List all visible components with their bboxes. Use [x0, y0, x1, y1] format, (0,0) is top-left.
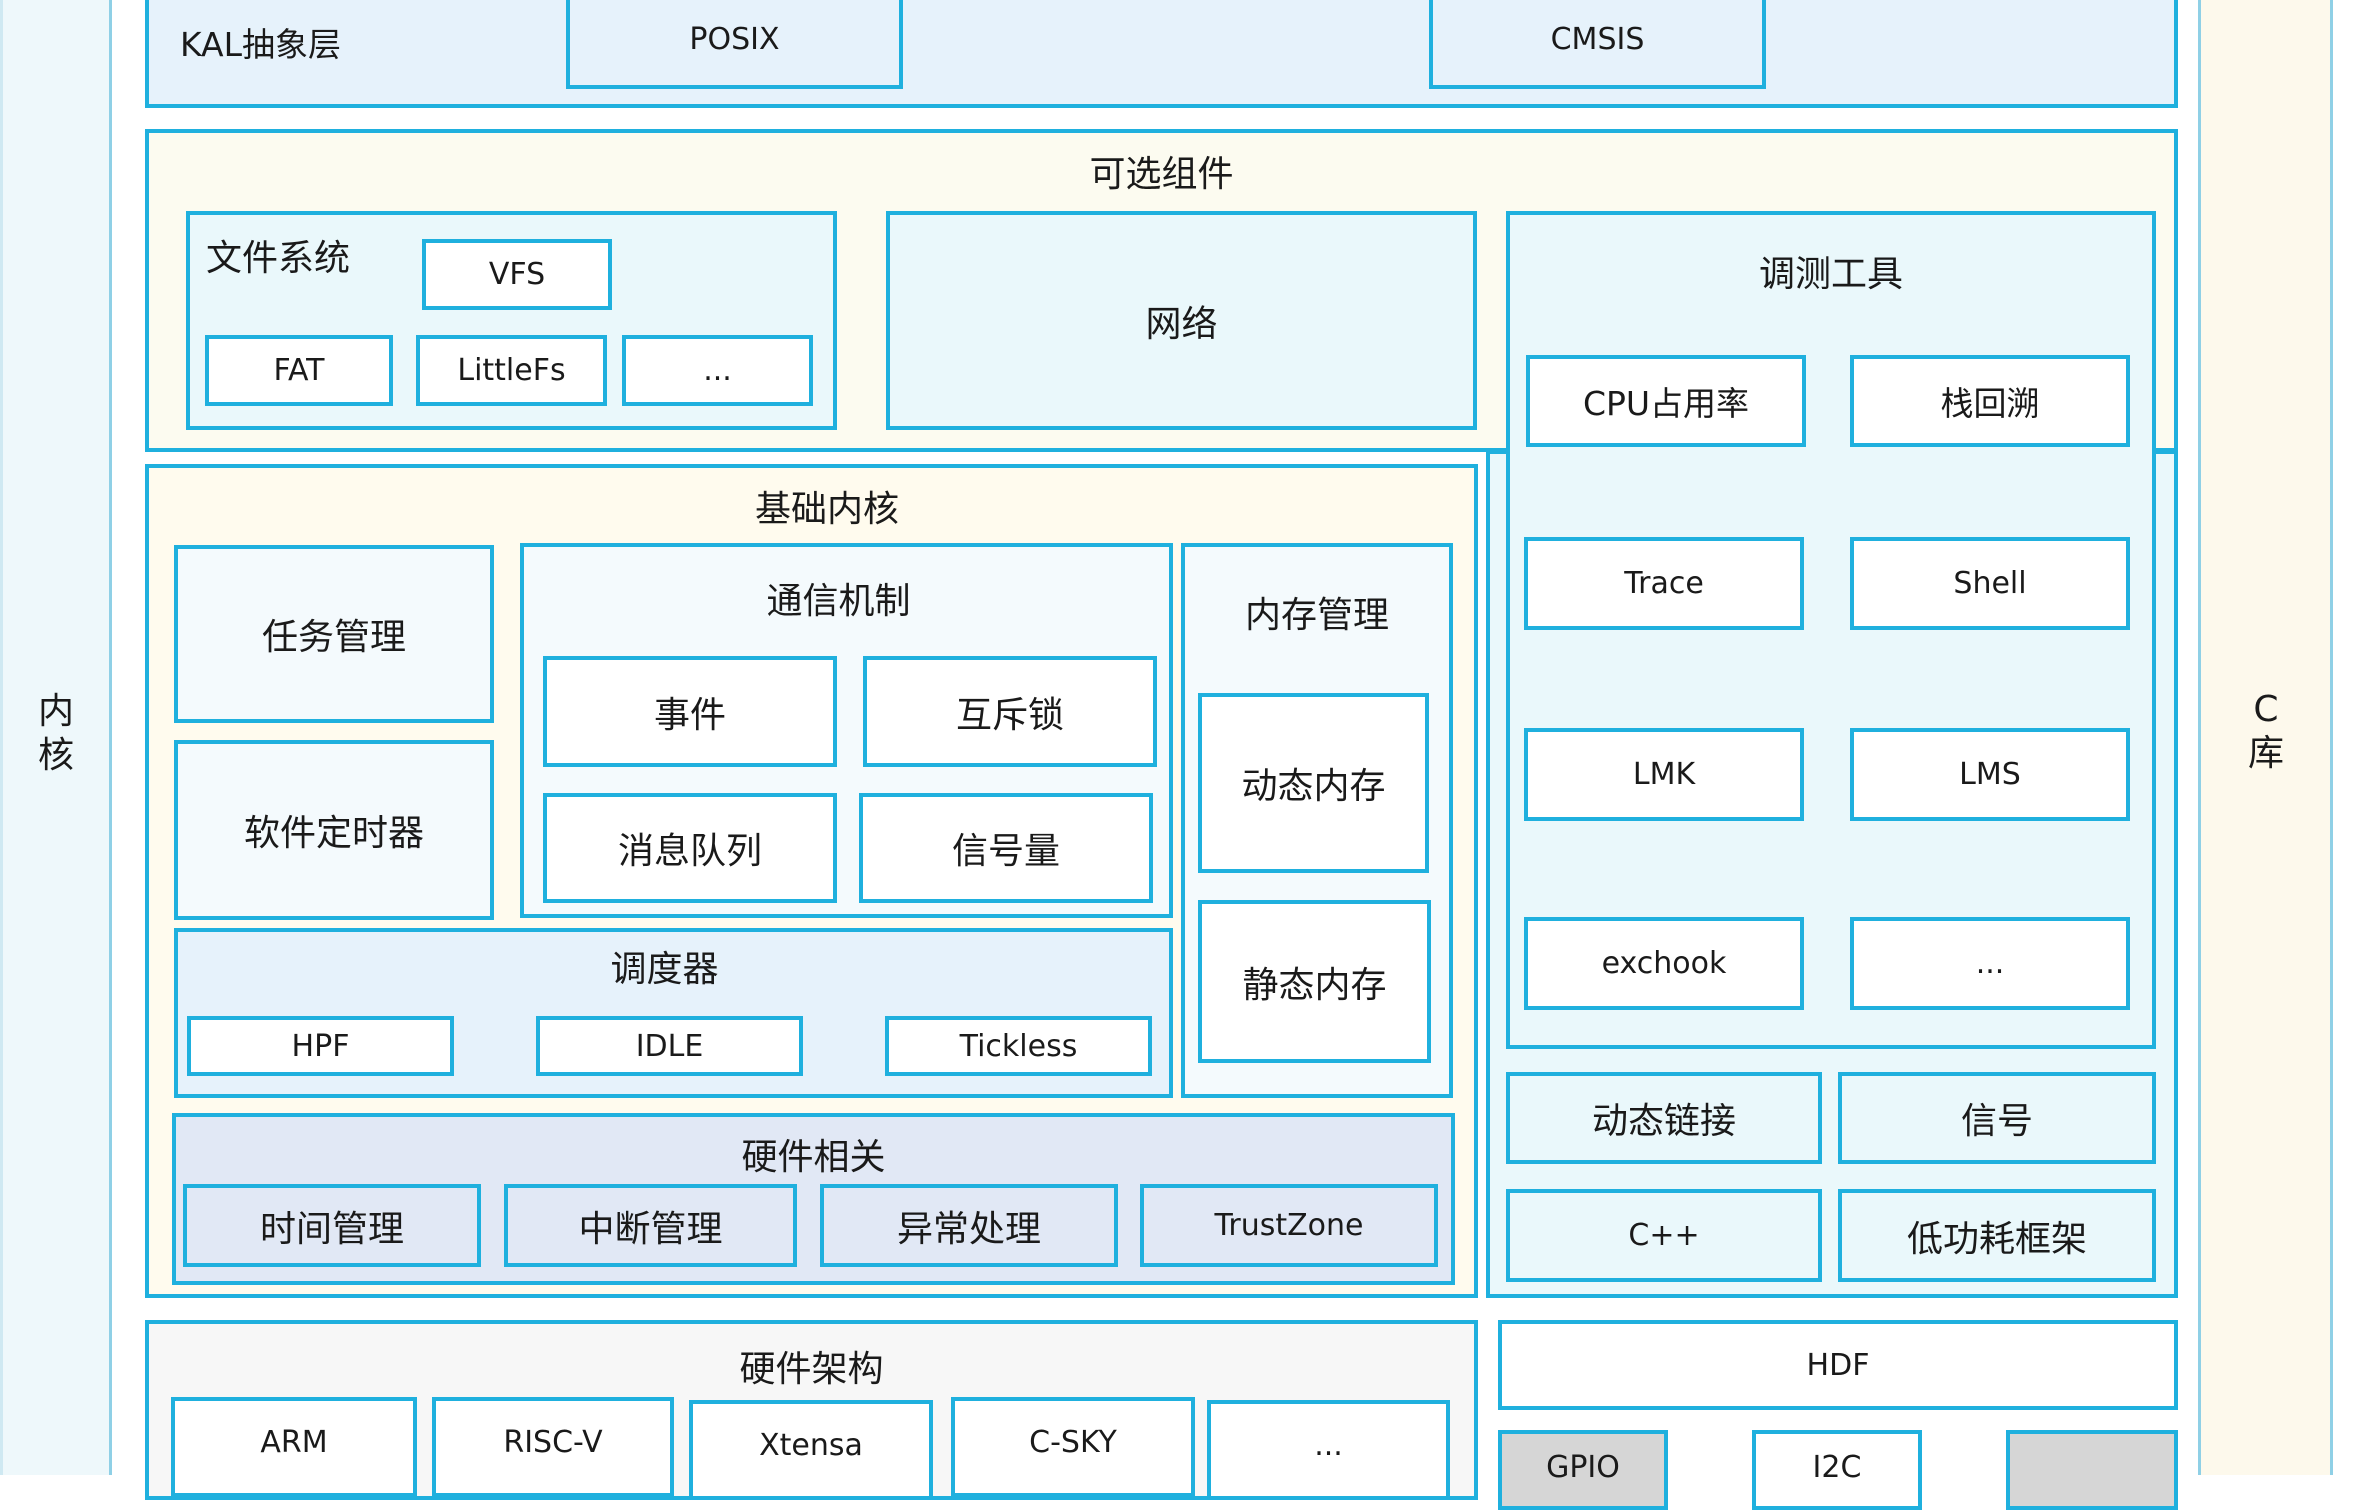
- c-library-label-char-1: C: [2253, 689, 2279, 730]
- scheduler-idle: IDLE: [536, 1016, 803, 1076]
- signal: 信号: [1838, 1072, 2156, 1164]
- cpp-support: C++: [1506, 1189, 1822, 1282]
- kal-cmsis: CMSIS: [1429, 0, 1766, 89]
- file-system-title: 文件系统: [206, 238, 351, 279]
- comm-message-queue: 消息队列: [543, 793, 837, 903]
- debug-cpu-usage: CPU占用率: [1526, 355, 1806, 447]
- c-library-side-panel: [2198, 0, 2333, 1475]
- c-library-side-label: C 库: [2228, 688, 2304, 776]
- task-management: 任务管理: [174, 545, 494, 723]
- arch-xtensa: Xtensa: [689, 1400, 933, 1500]
- fs-fat: FAT: [205, 335, 393, 406]
- scheduler-hpf: HPF: [187, 1016, 454, 1076]
- fs-vfs: VFS: [422, 239, 612, 310]
- debug-exchook: exchook: [1524, 917, 1804, 1010]
- comm-semaphore: 信号量: [859, 793, 1153, 903]
- debug-tools: [1506, 211, 2156, 1049]
- scheduler-title: 调度器: [610, 949, 719, 990]
- hw-trustzone: TrustZone: [1140, 1184, 1438, 1267]
- kal-posix: POSIX: [566, 0, 903, 89]
- fs-littlefs: LittleFs: [416, 335, 607, 406]
- hardware-related-title: 硬件相关: [741, 1137, 886, 1178]
- basic-kernel-title: 基础内核: [754, 489, 899, 530]
- kernel-side-panel: [0, 0, 112, 1475]
- memory-static: 静态内存: [1198, 900, 1431, 1063]
- kal-layer-title: KAL抽象层: [180, 25, 342, 64]
- communication-title: 通信机制: [766, 581, 911, 622]
- optional-components-title: 可选组件: [1089, 154, 1234, 195]
- debug-lmk: LMK: [1524, 728, 1804, 821]
- debug-trace: Trace: [1524, 537, 1804, 630]
- arch-risc-v: RISC-V: [432, 1397, 674, 1497]
- dynamic-linking: 动态链接: [1506, 1072, 1822, 1164]
- debug-lms: LMS: [1850, 728, 2130, 821]
- arch-c-sky: C-SKY: [951, 1397, 1195, 1497]
- network: 网络: [886, 211, 1477, 430]
- software-timer: 软件定时器: [174, 740, 494, 920]
- memory-title: 内存管理: [1244, 595, 1389, 636]
- debug-tools-title: 调测工具: [1758, 254, 1903, 295]
- debug-shell: Shell: [1850, 537, 2130, 630]
- arch-more: ...: [1207, 1400, 1450, 1500]
- hdf-i2c: I2C: [1752, 1430, 1922, 1510]
- kernel-side-label: 内 核: [18, 690, 94, 778]
- fs-more: ...: [622, 335, 813, 406]
- memory-dynamic: 动态内存: [1198, 693, 1429, 873]
- low-power-framework: 低功耗框架: [1838, 1189, 2156, 1282]
- kernel-label-char-2: 核: [37, 735, 74, 776]
- hdf-more: [2006, 1430, 2178, 1510]
- scheduler-tickless: Tickless: [885, 1016, 1152, 1076]
- hw-interrupt-management: 中断管理: [504, 1184, 797, 1267]
- hdf: HDF: [1498, 1320, 2178, 1410]
- debug-more: ...: [1850, 917, 2130, 1010]
- c-library-label-char-2: 库: [2247, 733, 2284, 774]
- arch-arm: ARM: [171, 1397, 417, 1497]
- hdf-gpio: GPIO: [1498, 1430, 1668, 1510]
- hw-exception-handling: 异常处理: [820, 1184, 1118, 1267]
- hardware-architecture-title: 硬件架构: [739, 1349, 884, 1390]
- comm-event: 事件: [543, 656, 837, 767]
- kal-layer: [145, 0, 2178, 108]
- hw-time-management: 时间管理: [183, 1184, 481, 1267]
- comm-mutex: 互斥锁: [863, 656, 1157, 767]
- debug-backtrace: 栈回溯: [1850, 355, 2130, 447]
- kernel-label-char-1: 内: [37, 691, 74, 732]
